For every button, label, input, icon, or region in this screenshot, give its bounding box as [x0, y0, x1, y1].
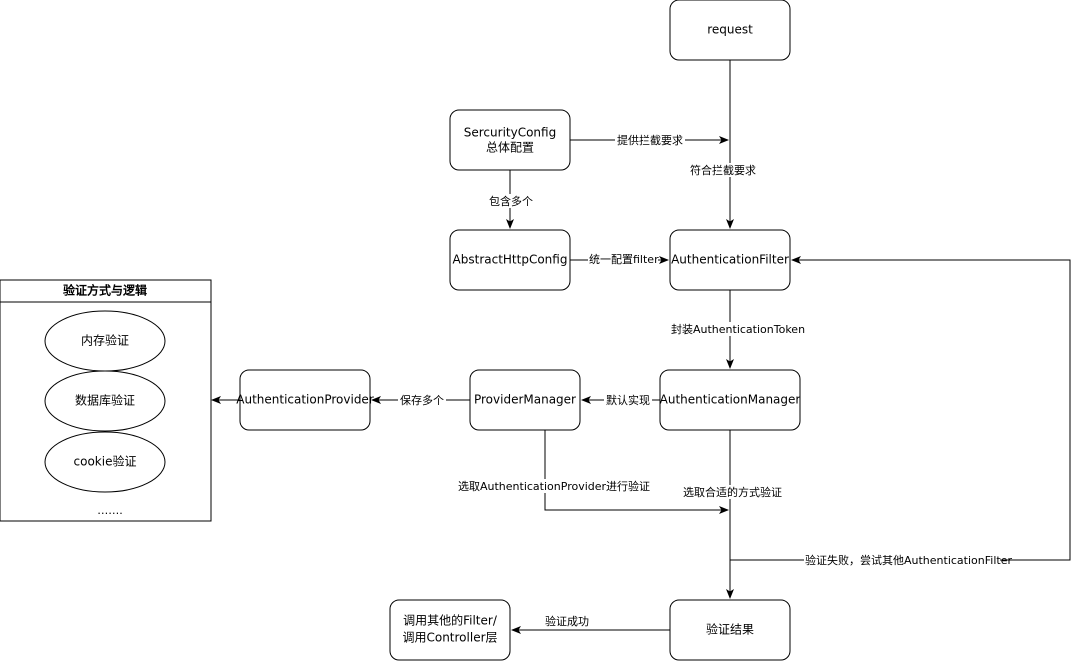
panel-title: 验证方式与逻辑: [63, 283, 147, 298]
svg-text:选取合适的方式验证: 选取合适的方式验证: [683, 485, 782, 499]
svg-text:验证成功: 验证成功: [545, 614, 589, 628]
method-database: 数据库验证: [44, 370, 166, 432]
svg-text:选取AuthenticationProvider进行验证: 选取AuthenticationProvider进行验证: [458, 479, 650, 493]
node-request: request: [669, 0, 791, 61]
node-authentication-filter: AuthenticationFilter: [669, 229, 791, 291]
label-unified-config: 统一配置filter: [588, 253, 659, 267]
label-default-impl: 默认实现: [604, 393, 652, 407]
label-provide-rules: 提供拦截要求: [615, 133, 685, 147]
svg-text:验证失败，尝试其他AuthenticationFilter: 验证失败，尝试其他AuthenticationFilter: [805, 553, 1012, 567]
node-authentication-provider: AuthenticationProvider: [236, 369, 374, 431]
svg-text:数据库验证: 数据库验证: [75, 393, 135, 408]
svg-text:SercurityConfig: SercurityConfig: [464, 126, 556, 140]
svg-text:统一配置filter: 统一配置filter: [589, 253, 659, 266]
svg-text:保存多个: 保存多个: [400, 393, 444, 407]
method-cookie: cookie验证: [44, 431, 166, 493]
svg-text:cookie验证: cookie验证: [74, 454, 137, 469]
svg-text:AbstractHttpConfig: AbstractHttpConfig: [453, 253, 568, 267]
svg-text:提供拦截要求: 提供拦截要求: [617, 133, 683, 147]
label-wrap-token: 封装AuthenticationToken: [670, 322, 805, 336]
svg-text:符合拦截要求: 符合拦截要求: [690, 163, 756, 177]
node-authentication-manager: AuthenticationManager: [659, 369, 801, 431]
svg-text:AuthenticationManager: AuthenticationManager: [660, 393, 801, 407]
node-next-step: 调用其他的Filter/ 调用Controller层: [389, 599, 511, 661]
node-security-config: SercurityConfig 总体配置: [449, 109, 571, 171]
svg-text:验证结果: 验证结果: [706, 622, 754, 637]
label-select-method: 选取合适的方式验证: [682, 485, 782, 499]
label-save-many: 保存多个: [398, 393, 446, 407]
label-contains-many: 包含多个: [487, 194, 535, 208]
svg-text:内存验证: 内存验证: [81, 333, 129, 348]
label-fail-retry: 验证失败，尝试其他AuthenticationFilter: [804, 553, 1012, 567]
svg-text:调用Controller层: 调用Controller层: [402, 631, 497, 645]
label-success: 验证成功: [543, 614, 591, 628]
edge-provider-manager-select: [544, 430, 729, 514]
svg-text:AuthenticationFilter: AuthenticationFilter: [671, 253, 789, 267]
svg-text:AuthenticationProvider: AuthenticationProvider: [236, 393, 374, 407]
node-result: 验证结果: [669, 599, 791, 661]
svg-text:默认实现: 默认实现: [606, 393, 650, 407]
method-memory: 内存验证: [44, 310, 166, 372]
svg-text:包含多个: 包含多个: [489, 194, 533, 208]
svg-text:封装AuthenticationToken: 封装AuthenticationToken: [671, 322, 805, 336]
panel-more: …….: [97, 504, 123, 517]
label-match-rules: 符合拦截要求: [688, 163, 758, 177]
label-select-provider: 选取AuthenticationProvider进行验证: [456, 479, 650, 493]
svg-text:ProviderManager: ProviderManager: [474, 393, 576, 407]
svg-text:request: request: [707, 23, 753, 37]
svg-text:调用其他的Filter/: 调用其他的Filter/: [403, 613, 498, 628]
node-provider-manager: ProviderManager: [469, 369, 581, 431]
node-abstract-http-config: AbstractHttpConfig: [449, 229, 571, 291]
auth-methods-panel: 验证方式与逻辑 内存验证 数据库验证 cookie验证 …….: [0, 279, 212, 522]
svg-text:总体配置: 总体配置: [486, 141, 534, 155]
